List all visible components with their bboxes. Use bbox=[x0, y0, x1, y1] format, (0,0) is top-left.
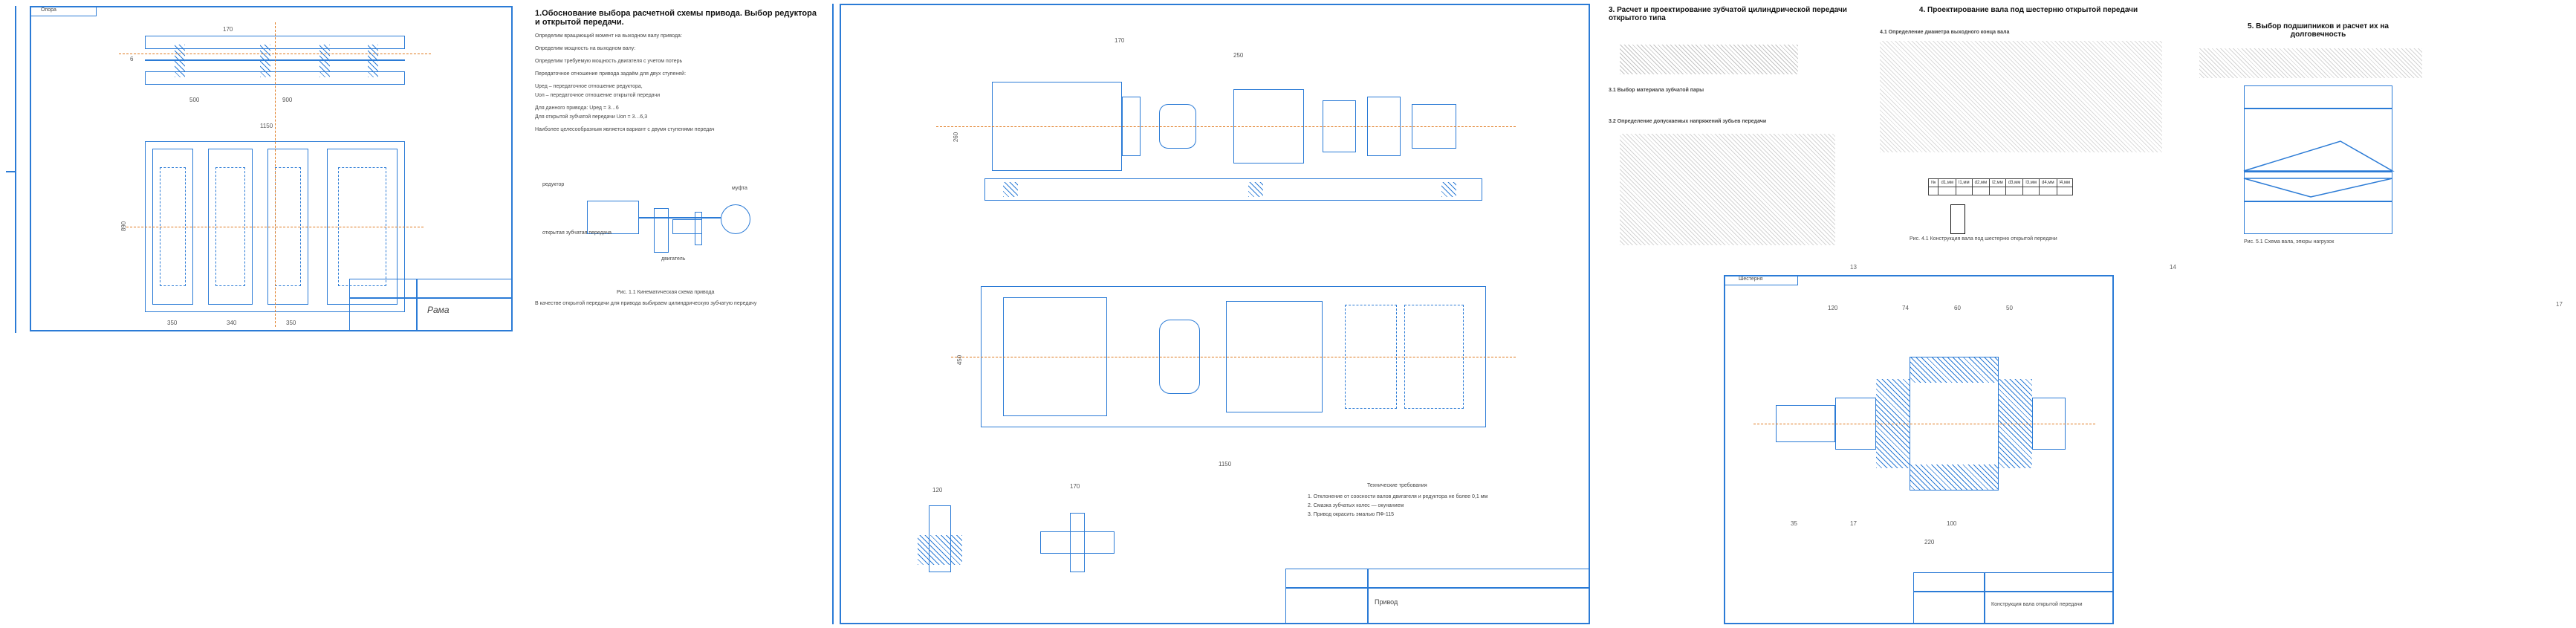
table-header: d4,мм bbox=[2039, 178, 2057, 187]
text-line: Для данного привода: Uред = 3…6 bbox=[535, 106, 619, 111]
dim-label: 35 bbox=[1791, 520, 1797, 527]
title-block-label: Конструкция вала открытой передачи bbox=[1991, 602, 2083, 607]
dim-label: 60 bbox=[1954, 305, 1961, 311]
table-header: d1,мм bbox=[1938, 178, 1957, 187]
text-page-2: 3. Расчет и проектирование зубчатой цили… bbox=[1597, 0, 1865, 275]
text-line: Определим вращающий момент на выходном в… bbox=[535, 33, 682, 39]
dim-label: 120 bbox=[1828, 305, 1838, 311]
text-page-4: 5. Выбор подшипников и расчет их на долг… bbox=[2184, 0, 2576, 308]
text-page-1: 1.Обоснование выбора расчетной схемы при… bbox=[520, 0, 832, 349]
table-header: l1,мм bbox=[1956, 178, 1973, 187]
diagram-label: редуктор bbox=[542, 182, 565, 187]
sheet-top-label-box bbox=[1724, 275, 1798, 285]
dim-label: 220 bbox=[1924, 539, 1935, 546]
tech-note: 1. Отклонение от соосности валов двигате… bbox=[1308, 494, 1488, 499]
dim-label: 17 bbox=[1850, 520, 1857, 527]
table-header: l4,мм bbox=[2056, 178, 2074, 187]
dim-label: 170 bbox=[1070, 483, 1080, 490]
dim-label: 500 bbox=[189, 97, 200, 103]
base-frame bbox=[984, 178, 1482, 201]
subheading: 3.2 Определение допускаемых напряжений з… bbox=[1609, 119, 1767, 124]
subheading: 4.1 Определение диаметра выходного конца… bbox=[1880, 30, 2010, 35]
page-number: 17 bbox=[2556, 301, 2563, 308]
section-heading: 5. Выбор подшипников и расчет их на долг… bbox=[2248, 22, 2389, 39]
dim-label: 1150 bbox=[260, 123, 273, 129]
dim-label: 170 bbox=[1115, 37, 1125, 44]
page-number: 13 bbox=[1850, 264, 1857, 271]
title-block bbox=[1285, 569, 1590, 624]
section-heading: 4. Проектирование вала под шестерню откр… bbox=[1918, 6, 2138, 14]
text-line: Наиболее целесообразным является вариант… bbox=[535, 127, 715, 132]
title-block-label: Привод bbox=[1375, 598, 1398, 606]
clamp-mid bbox=[260, 45, 270, 77]
clamp-far bbox=[368, 45, 378, 77]
sheet-top-label-box bbox=[30, 6, 97, 16]
table-header: d3,мм bbox=[2005, 178, 2024, 187]
dim-label: 120 bbox=[932, 487, 943, 493]
moment-diagram bbox=[2243, 140, 2395, 198]
page-number: 14 bbox=[2170, 264, 2176, 271]
clamp-left bbox=[175, 45, 185, 77]
load-diagram bbox=[2244, 85, 2392, 234]
diagram-label: муфта bbox=[732, 186, 747, 191]
shaft-dimensions-table: № d1,мм l1,мм d2,мм l2,мм d3,мм l3,мм d4… bbox=[1927, 178, 2074, 195]
subheading: 3.1 Выбор материала зубчатой пары bbox=[1609, 88, 1704, 93]
figure-caption: Рис. 5.1 Схема вала, эпюры нагрузок bbox=[2244, 239, 2335, 245]
title-block-label: Рама bbox=[427, 305, 450, 315]
text-line: Uред – передаточное отношение редуктора, bbox=[535, 84, 643, 89]
caption-text: В качестве открытой передачи для привода… bbox=[535, 301, 757, 306]
sheet-border bbox=[840, 4, 1590, 624]
section-heading: 3. Расчет и проектирование зубчатой цили… bbox=[1609, 6, 1847, 22]
dim-label: 1150 bbox=[1219, 461, 1232, 467]
dim-label: 450 bbox=[956, 355, 964, 366]
text-line: Uоп – передаточное отношение открытой пе… bbox=[535, 93, 661, 98]
text-line: Определим мощность на выходном валу: bbox=[535, 46, 636, 51]
sheet-top-label: Опора bbox=[41, 7, 56, 13]
shaft-sketch bbox=[1950, 204, 1965, 234]
dim-label: 250 bbox=[1233, 52, 1244, 59]
dim-label: 260 bbox=[953, 132, 960, 143]
drawing-sheet-drive: 170 250 1150 450 260 120 170 Технические… bbox=[832, 0, 1597, 628]
dim-label: 340 bbox=[227, 320, 237, 326]
text-line: Определим требуемую мощность двигателя с… bbox=[535, 59, 683, 64]
diagram-label: открытая зубчатая передача bbox=[542, 230, 611, 236]
dim-label: 6 bbox=[130, 56, 134, 62]
sheet-top-label: Шестерня bbox=[1739, 276, 1763, 282]
diagram-label: двигатель bbox=[661, 256, 686, 262]
table-header: d2,мм bbox=[1971, 178, 1991, 187]
table-header: l2,мм bbox=[1989, 178, 2006, 187]
drawing-sheet-frame: Опора 170 6 500 900 1150 350 340 350 890… bbox=[0, 0, 520, 349]
dim-label: 890 bbox=[120, 221, 128, 232]
binding-strip bbox=[15, 6, 16, 333]
dim-label: 74 bbox=[1902, 305, 1909, 311]
detail-bolt-left bbox=[918, 535, 962, 565]
dim-label: 900 bbox=[282, 97, 293, 103]
dim-label: 100 bbox=[1947, 520, 1957, 527]
dim-label: 350 bbox=[286, 320, 296, 326]
title-block bbox=[349, 279, 513, 331]
dim-label: 50 bbox=[2006, 305, 2013, 311]
clamp-right bbox=[319, 45, 330, 77]
tech-note: 2. Смазка зубчатых колес — окунанием bbox=[1308, 503, 1404, 508]
table-header: l3,мм bbox=[2022, 178, 2040, 187]
figure-caption: Рис. 1.1 Кинематическая схема привода bbox=[617, 290, 715, 295]
kinematic-diagram: редуктор открытая зубчатая передача муфт… bbox=[542, 178, 780, 268]
section-heading: 1.Обоснование выбора расчетной схемы при… bbox=[535, 9, 817, 27]
figure-caption: Рис. 4.1 Конструкция вала под шестерню о… bbox=[1910, 236, 2057, 242]
table-header: № bbox=[1927, 178, 1939, 187]
title-block bbox=[1913, 572, 2114, 624]
drawing-sheet-shaft: Шестерня 120 74 60 50 35 17 100 220 Конс… bbox=[1724, 275, 2118, 628]
text-line: Передаточное отношение привода задаём дл… bbox=[535, 71, 687, 77]
tech-note: 3. Привод окрасить эмалью ПФ-115 bbox=[1308, 512, 1395, 517]
text-line: Для открытой зубчатой передачи Uоп = 3…6… bbox=[535, 114, 648, 120]
dim-label: 350 bbox=[167, 320, 178, 326]
sheet-border bbox=[30, 6, 513, 331]
dim-label: 170 bbox=[223, 26, 233, 33]
text-page-3: 4. Проектирование вала под шестерню откр… bbox=[1865, 0, 2184, 275]
tech-notes-title: Технические требования bbox=[1367, 483, 1427, 488]
